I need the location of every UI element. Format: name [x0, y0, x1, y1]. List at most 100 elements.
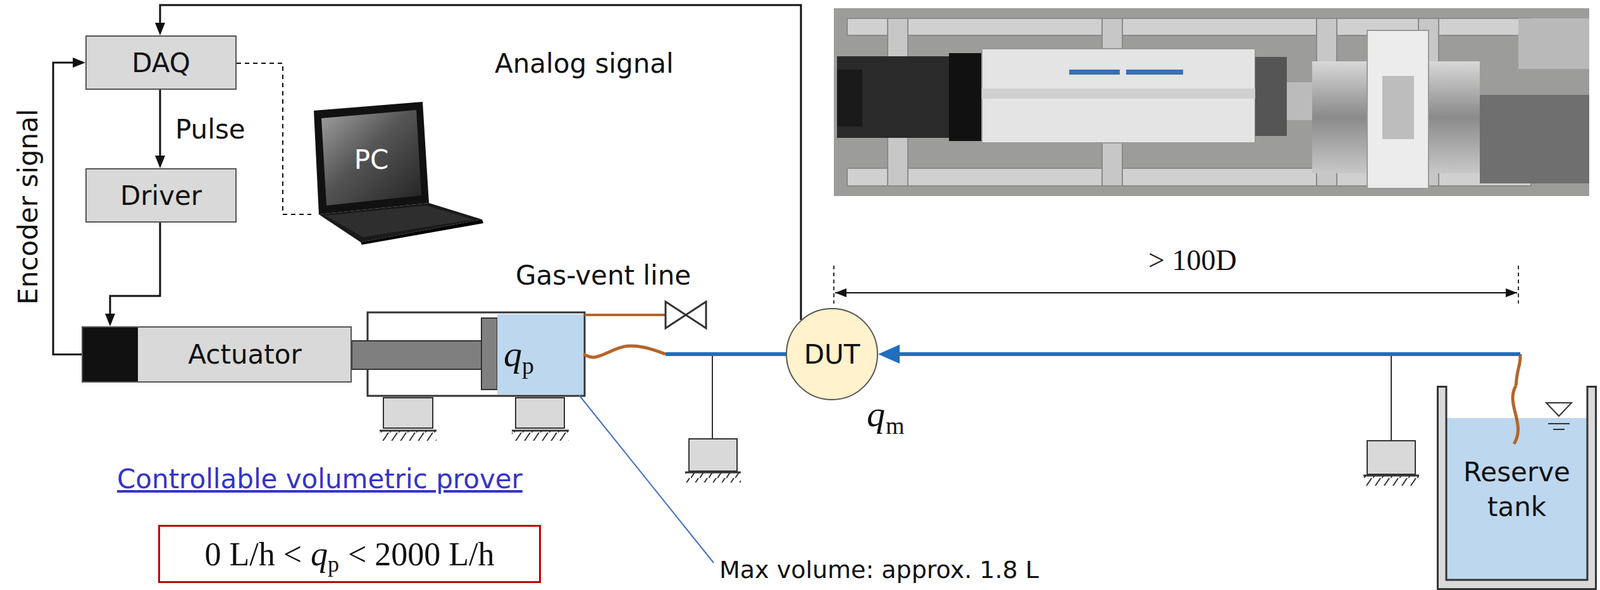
node-text: 0 L/h < [204, 535, 302, 574]
reserve-tank: Reserve tank [1436, 385, 1597, 590]
piston-rod [351, 341, 485, 370]
leader-line [572, 387, 714, 564]
flow-range-box: 0 L/h <qp< 2000 L/h [158, 525, 541, 584]
prover-title: Controllable volumetric prover [117, 464, 523, 495]
node-text-group: qp [503, 333, 534, 376]
signal-label: Encoder signal [13, 108, 44, 305]
support-block [515, 397, 565, 429]
connector [888, 354, 1521, 386]
ground-line [1363, 475, 1420, 478]
support-block [383, 397, 433, 429]
dimension-extension [1517, 265, 1520, 304]
node-text-group: PC [323, 118, 419, 201]
ground-hatch [511, 430, 569, 441]
setup-photo [833, 8, 1590, 197]
volume-note: Max volume: approx. 1.8 L [719, 556, 1039, 585]
laptop-edge [360, 219, 484, 245]
node-text: DAQ [131, 47, 191, 79]
ground-hatch [379, 430, 437, 441]
connector [236, 63, 312, 215]
dimension-extension [833, 265, 835, 304]
node-text: Driver [120, 180, 202, 212]
photo-tray [1479, 94, 1590, 184]
laptop-pc: PC [311, 101, 489, 245]
stand-rod [711, 356, 714, 440]
photo-bracket [1367, 30, 1429, 189]
connector-line [236, 63, 312, 215]
photo-actuator [981, 48, 1256, 143]
water-level-symbol [1546, 403, 1572, 417]
node-text: Reserve tank [1463, 456, 1571, 523]
driver-box: Driver [85, 168, 237, 223]
photo-end-block [1255, 56, 1287, 137]
node-text-group: Driver [120, 180, 202, 212]
connector [53, 62, 82, 355]
dut-circle: DUT [785, 308, 879, 401]
connector [110, 222, 161, 321]
connector [563, 346, 786, 358]
tank-outline [1436, 385, 1597, 590]
node-text: q [310, 534, 328, 574]
water-level-lines [1548, 423, 1570, 430]
connector-line [159, 89, 162, 162]
photo-actuator-stripe [981, 88, 1256, 99]
ground-line [685, 471, 741, 474]
laptop-lid [313, 101, 429, 215]
suction-hose [1512, 385, 1518, 445]
photo-logo-mark [1069, 69, 1120, 75]
connector-line [1515, 354, 1521, 386]
photo-tray [1518, 18, 1590, 69]
photo-motor-end [837, 69, 863, 127]
photo-ground [833, 8, 1590, 197]
connector-line [53, 62, 82, 355]
stand-rod [1390, 356, 1392, 441]
tank-water [1446, 418, 1587, 581]
photo-bracket-hole [1382, 75, 1414, 140]
daq-box: DAQ [85, 35, 237, 90]
stand-block [1367, 440, 1416, 475]
node-text-group: DUT [804, 339, 861, 371]
ground-line [511, 430, 569, 433]
signal-label: Pulse [175, 115, 246, 145]
photo-logo-mark [1126, 69, 1184, 75]
connector-line [665, 352, 786, 357]
node-text-group: Reserve tank [1446, 455, 1587, 525]
flow-subscript: m [885, 412, 905, 441]
ground-line [379, 430, 437, 433]
photo-rod [1286, 82, 1313, 121]
vent-label: Gas-vent line [515, 260, 691, 292]
prover-housing [351, 312, 585, 441]
laptop-outline [311, 101, 489, 245]
node-text: PC [354, 144, 390, 176]
node-text: p [521, 351, 534, 380]
node-text-group: DAQ [131, 47, 191, 79]
connector-line [583, 346, 666, 358]
vent-line [584, 313, 666, 317]
stand-block [688, 439, 738, 472]
actuator-box: Actuator [81, 326, 352, 383]
gas-vent [584, 301, 707, 329]
dimension-label: > 100D [1148, 244, 1237, 278]
node-text-group: Actuator [187, 339, 302, 371]
dimension-line [835, 292, 1518, 294]
node-text: q [503, 333, 522, 376]
prover-chamber: qp [497, 314, 584, 395]
connector [160, 89, 161, 162]
node-text-group: 0 L/h <qp< 2000 L/h [204, 534, 495, 574]
ground-hatch [1363, 475, 1420, 486]
node-text: Actuator [187, 339, 302, 371]
node-text: p [327, 551, 340, 578]
ground-hatch [685, 472, 741, 483]
photo-coupling [948, 53, 982, 142]
valve-symbol [665, 301, 707, 329]
connector [160, 5, 801, 321]
laptop-keyboard [325, 205, 474, 238]
connector-line [888, 352, 1521, 357]
connector-line [160, 5, 801, 321]
photo-motor [837, 56, 949, 138]
flow-symbol: q [866, 393, 886, 436]
laptop-screen [321, 110, 422, 206]
signal-label: Analog signal [494, 49, 674, 79]
